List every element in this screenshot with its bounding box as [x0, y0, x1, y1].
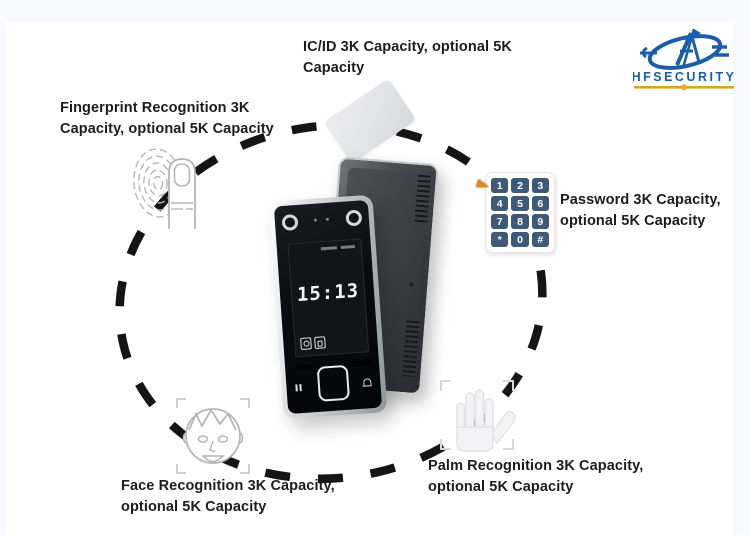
speaker-slot — [293, 364, 314, 371]
keypad-key: 1 — [491, 178, 509, 193]
screen-date-text — [320, 246, 337, 250]
face-scan-icon — [176, 398, 250, 474]
device-front-view: 15:13 — [268, 194, 388, 420]
keypad-key: 0 — [511, 232, 529, 247]
password-capacity-label: Password 3K Capacity, optional 5K Capaci… — [560, 192, 721, 230]
keypad-key: 5 — [511, 196, 529, 211]
screen-status-icon — [314, 336, 326, 350]
hfsecurity-logo: HFSECURITY — [633, 28, 735, 90]
keypad-key: 7 — [491, 214, 509, 229]
palm-scan-icon — [440, 380, 516, 452]
keypad-key: 6 — [531, 196, 549, 211]
bell-icon — [362, 378, 372, 388]
keypad-key: * — [491, 232, 509, 247]
fingerprint-capacity-label: Fingerprint Recognition 3K Capacity, opt… — [60, 100, 274, 138]
camera-icon — [281, 213, 299, 231]
ir-led-icon — [313, 218, 318, 222]
fingerprint-sensor — [316, 364, 351, 402]
brand-name-text: HFSECURITY — [633, 70, 735, 84]
device-front-panel: 15:13 — [273, 199, 383, 415]
keypad-key: # — [531, 232, 549, 247]
ic-capacity-label: IC/ID 3K Capacity, optional 5K Capacity — [303, 39, 512, 77]
screen-clock: 15:13 — [296, 279, 360, 307]
vent-slots-icon — [414, 174, 432, 226]
pause-icon — [295, 384, 302, 392]
device-screen: 15:13 — [287, 238, 370, 358]
keypad-key: 9 — [531, 214, 549, 229]
fingerprint-icon — [133, 148, 196, 229]
ir-led-icon — [325, 217, 329, 221]
screen-status-icon — [300, 337, 312, 350]
face-capacity-label: Face Recognition 3K Capacity, optional 5… — [121, 478, 335, 516]
screen-date-text — [340, 244, 355, 249]
keypad-key: 4 — [491, 196, 509, 211]
keypad-icon: 1 2 3 4 5 6 7 8 9 * 0 # — [485, 172, 555, 253]
keypad-key: 2 — [511, 178, 529, 193]
speaker-slot — [350, 360, 372, 367]
keypad-key: 8 — [511, 214, 529, 229]
keypad-key: 3 — [531, 178, 549, 193]
palm-capacity-label: Palm Recognition 3K Capacity, optional 5… — [428, 458, 644, 496]
camera-icon — [345, 209, 363, 227]
